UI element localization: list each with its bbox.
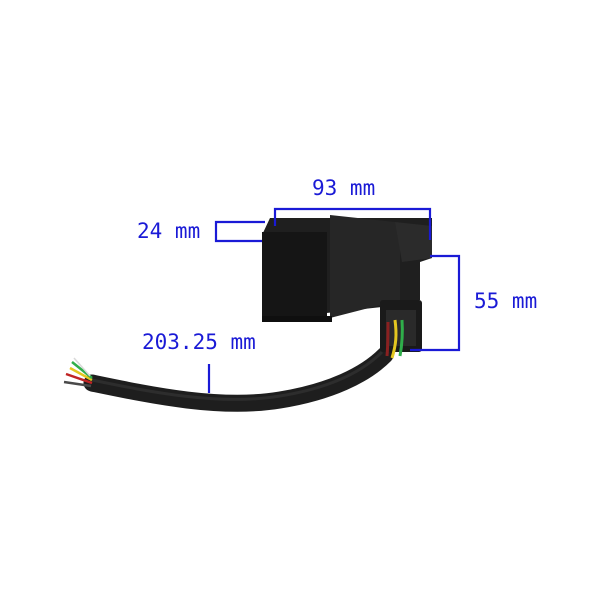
width-dimension-label: 93 mm (312, 176, 376, 200)
cable (83, 346, 394, 412)
height-dimension-label: 55 mm (474, 289, 538, 313)
dimension-lines (207, 207, 461, 393)
cable-length-dimension-label: 203.25 mm (142, 330, 256, 354)
exposed-wires (63, 357, 93, 388)
depth-dimension-label: 24 mm (137, 219, 201, 243)
module-body (262, 215, 432, 359)
